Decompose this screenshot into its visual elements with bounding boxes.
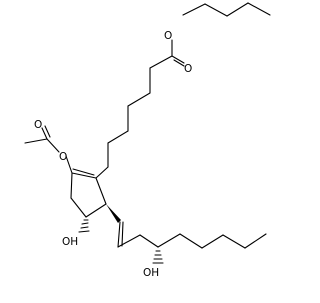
bond-chain-5 <box>107 130 129 144</box>
structure-drawing: O O O O OH OH <box>24 2 271 279</box>
bond-carbonyl-b <box>173 59 185 67</box>
atom-ring-oh: OH <box>62 236 78 248</box>
molecule-svg: O O O O OH OH <box>24 2 271 279</box>
bond-ring-c5-c4 <box>70 197 87 218</box>
bond-butyl-4 <box>182 3 206 16</box>
bond-ring-double-a <box>71 172 97 179</box>
bond-tail-1 <box>157 233 181 248</box>
bond-side-2 <box>139 234 159 248</box>
bond-tail-3 <box>201 234 224 249</box>
bond-tail-4 <box>222 234 246 249</box>
bond-acetoxy-o <box>65 155 73 174</box>
atom-chain-oh: OH <box>143 267 159 279</box>
bond-butyl-3 <box>204 3 228 17</box>
hashed-bond-chain-oh <box>152 250 164 264</box>
bond-side-double-b <box>121 221 124 247</box>
bond-butyl-2 <box>226 2 249 17</box>
bond-chain-3 <box>127 92 151 107</box>
bond-tail-2 <box>179 233 203 249</box>
atom-acetyl-ring-o: O <box>59 151 67 163</box>
bond-acetoxy-c <box>46 138 60 153</box>
bond-acetoxy-me <box>24 138 48 144</box>
atom-ester-o: O <box>164 30 172 42</box>
bond-ring-c4-c3 <box>85 203 107 218</box>
atom-carbonyl-o: O <box>184 63 192 75</box>
bond-chain-1 <box>149 55 173 69</box>
bond-carbonyl-a <box>171 55 185 64</box>
bond-ring-c1-c5 <box>70 172 73 199</box>
bond-acetoxy-co-b <box>44 125 51 138</box>
bond-ring-double-b <box>72 168 95 176</box>
hashed-bond-ring-oh <box>78 219 90 233</box>
bond-side-1 <box>117 234 141 248</box>
bond-ring-c3-c2 <box>95 177 107 205</box>
bond-butyl-1 <box>247 2 271 16</box>
bond-tail-5 <box>244 233 267 249</box>
bond-ring-c2-c1 <box>95 166 109 179</box>
bond-side-double-a <box>117 221 121 248</box>
bond-acetoxy-co-a <box>41 127 48 140</box>
wedge-bond-side-chain <box>106 204 121 223</box>
atom-acetyl-carbonyl-o: O <box>34 119 42 131</box>
